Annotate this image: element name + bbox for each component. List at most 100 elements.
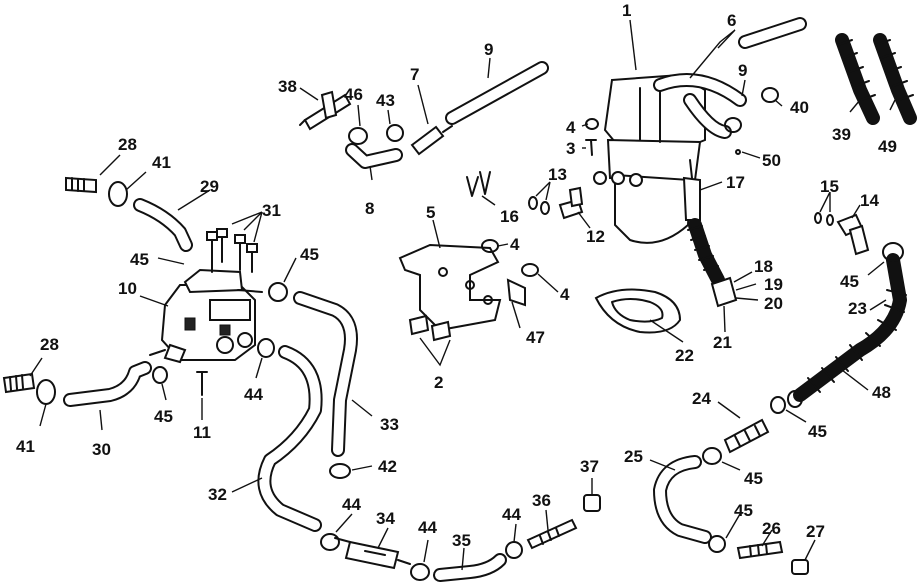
callout-29: 29 — [200, 177, 219, 196]
callout-48: 48 — [872, 383, 891, 402]
callout-45: 45 — [130, 250, 149, 269]
callout-44: 44 — [342, 495, 361, 514]
callout-3: 3 — [566, 139, 575, 158]
vapor-separator-1 — [593, 73, 747, 244]
callout-23: 23 — [848, 299, 867, 318]
callout-32: 32 — [208, 485, 227, 504]
screw-3 — [585, 139, 597, 156]
callout-36: 36 — [532, 491, 551, 510]
fitting-28-top — [65, 176, 97, 194]
clip-47 — [506, 278, 526, 307]
fuel-filter-34 — [334, 537, 411, 570]
callout-19: 19 — [764, 275, 783, 294]
callout-28: 28 — [118, 135, 137, 154]
hose-8 — [345, 143, 403, 169]
callout-15: 15 — [820, 177, 839, 196]
callout-46: 46 — [344, 85, 363, 104]
callout-45: 45 — [734, 501, 753, 520]
callout-11: 11 — [193, 423, 211, 442]
bolts-31 — [206, 228, 258, 273]
callout-9: 9 — [484, 40, 493, 59]
callout-6: 6 — [727, 11, 736, 30]
braided-hose-49 — [873, 33, 917, 125]
callout-45: 45 — [840, 272, 859, 291]
callout-21: 21 — [713, 333, 732, 352]
callout-16: 16 — [500, 207, 519, 226]
callout-9: 9 — [738, 61, 747, 80]
braided-hose-39 — [835, 33, 880, 125]
clamp-41-bottom — [36, 379, 56, 405]
callout-41: 41 — [16, 437, 35, 456]
callout-12: 12 — [586, 227, 605, 246]
clips-16 — [466, 171, 491, 197]
o-ring-13a — [528, 196, 538, 210]
callout-18: 18 — [754, 257, 773, 276]
check-valve-7 — [410, 125, 453, 156]
callout-45: 45 — [808, 422, 827, 441]
hose-33 — [293, 291, 358, 457]
screws-2 — [408, 314, 452, 342]
hose-30 — [63, 361, 152, 407]
hose-32 — [257, 345, 323, 532]
plug-50 — [735, 149, 741, 155]
callout-33: 33 — [380, 415, 399, 434]
bracket-5 — [398, 243, 502, 332]
callout-17: 17 — [726, 173, 745, 192]
fitting-28-bottom — [2, 372, 36, 394]
leader-lines — [29, 19, 896, 571]
callout-28: 28 — [40, 335, 59, 354]
callout-25: 25 — [624, 447, 643, 466]
callout-20: 20 — [764, 294, 783, 313]
callout-37: 37 — [580, 457, 599, 476]
callout-2: 2 — [434, 373, 443, 392]
callout-14: 14 — [860, 191, 879, 210]
callout-7: 7 — [410, 65, 419, 84]
fitting-20 — [710, 276, 738, 308]
elbow-fitting-12 — [558, 186, 584, 220]
callout-44: 44 — [244, 385, 263, 404]
o-ring-13b — [540, 201, 550, 215]
cap-37 — [583, 494, 601, 512]
fuel-pump-assembly — [149, 268, 263, 364]
callout-38: 38 — [278, 77, 297, 96]
callout-47: 47 — [526, 328, 545, 347]
callout-24: 24 — [692, 389, 711, 408]
callout-34: 34 — [376, 509, 395, 528]
screw-11 — [196, 371, 208, 396]
callout-4: 4 — [510, 235, 520, 254]
hose-35 — [433, 553, 507, 582]
callout-1: 1 — [622, 1, 631, 20]
callout-13: 13 — [548, 165, 567, 184]
callout-45: 45 — [744, 469, 763, 488]
fitting-36 — [526, 518, 578, 550]
nut-4-right — [521, 263, 539, 277]
cap-27 — [791, 559, 809, 575]
callout-43: 43 — [376, 91, 395, 110]
filter-24 — [723, 418, 770, 454]
gasket-22 — [594, 288, 682, 334]
tee-fitting-38 — [299, 90, 352, 131]
o-ring-15a — [814, 212, 822, 224]
callout-5: 5 — [426, 203, 435, 222]
callout-40: 40 — [790, 98, 809, 117]
callout-49: 49 — [878, 137, 897, 156]
callout-labels: 1 2 3 4 4 4 5 6 7 8 9 9 10 11 12 13 14 1… — [16, 1, 897, 550]
callout-30: 30 — [92, 440, 111, 459]
callout-35: 35 — [452, 531, 471, 550]
callout-45: 45 — [300, 245, 319, 264]
fitting-26 — [736, 540, 784, 560]
callout-26: 26 — [762, 519, 781, 538]
callout-41: 41 — [152, 153, 171, 172]
callout-39: 39 — [832, 125, 851, 144]
callout-4: 4 — [560, 285, 570, 304]
hose-25 — [653, 455, 712, 544]
callout-31: 31 — [262, 201, 281, 220]
callout-22: 22 — [675, 346, 694, 365]
hose-29 — [133, 198, 193, 252]
callout-4: 4 — [566, 118, 576, 137]
callout-50: 50 — [762, 151, 781, 170]
callout-8: 8 — [365, 199, 374, 218]
corrugated-hose-48 — [793, 253, 907, 402]
callout-45: 45 — [154, 407, 173, 426]
